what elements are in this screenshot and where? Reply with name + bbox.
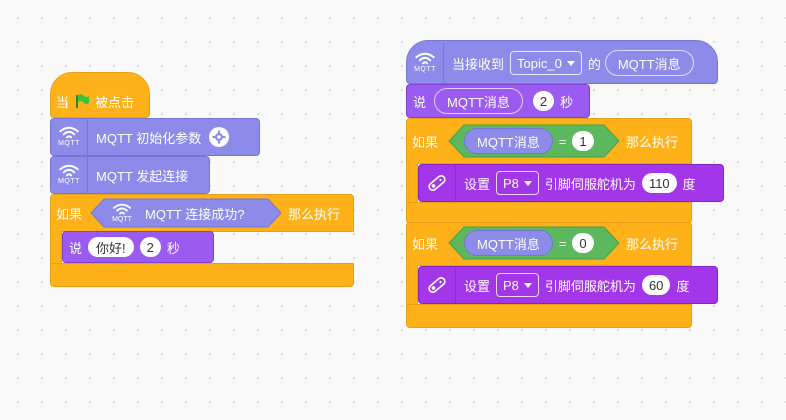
servo-mid-label: 引脚伺服舵机为 bbox=[544, 278, 636, 294]
topic-dropdown-value: Topic_0 bbox=[517, 55, 562, 71]
if-then-label: 那么执行 bbox=[626, 236, 679, 252]
say-block-left[interactable]: 说 你好! 2 秒 bbox=[62, 231, 214, 263]
say-seconds-input[interactable]: 2 bbox=[139, 237, 161, 257]
receive-middle: 的 bbox=[587, 56, 601, 72]
servo-block-2[interactable]: 设置 P8 引脚伺服舵机为 60 度 bbox=[418, 266, 718, 304]
equals-sign: = bbox=[558, 235, 567, 251]
mqtt-connected-label: MQTT 连接成功? bbox=[145, 206, 245, 222]
equals-sign: = bbox=[558, 133, 567, 149]
if-block-right-1-footer bbox=[406, 202, 692, 224]
equals-operator-1-content: MQTT消息 = 1 bbox=[464, 128, 594, 154]
mqtt-connected-condition[interactable] bbox=[90, 198, 282, 228]
mqtt-icon: MQTT bbox=[51, 157, 88, 193]
say-seconds-unit: 秒 bbox=[560, 94, 574, 110]
mqtt-icon: MQTT bbox=[105, 203, 139, 224]
if-keyword: 如果 bbox=[412, 134, 439, 150]
mqtt-connected-condition-content: MQTT MQTT 连接成功? bbox=[105, 199, 244, 227]
when-flag-clicked-block[interactable] bbox=[50, 72, 150, 118]
compare-value-input[interactable]: 1 bbox=[572, 131, 594, 151]
if-block-left-footer bbox=[50, 263, 354, 287]
say-keyword: 说 bbox=[69, 240, 83, 256]
servo-angle-input[interactable]: 60 bbox=[641, 275, 671, 295]
if-block-right-2-footer bbox=[406, 304, 692, 328]
if-then-label: 那么执行 bbox=[288, 206, 341, 222]
if-block-right-1-arm bbox=[406, 163, 418, 203]
mqtt-init-label: MQTT 初始化参数 bbox=[96, 130, 202, 146]
if-block-right-2-arm bbox=[406, 265, 418, 305]
servo-set-label: 设置 bbox=[464, 278, 491, 294]
gear-icon[interactable] bbox=[209, 127, 230, 147]
say-block-right[interactable]: 说 MQTT消息 2 秒 bbox=[406, 84, 590, 118]
servo-set-label: 设置 bbox=[464, 176, 491, 192]
mqtt-connect-label: MQTT 发起连接 bbox=[96, 168, 189, 184]
servo-icon bbox=[419, 267, 456, 303]
equals-operator-2-content: MQTT消息 = 0 bbox=[464, 230, 594, 256]
when-flag-clicked-content: 当 被点击 bbox=[56, 90, 134, 112]
when-receive-topic-block[interactable]: MQTT 当接收到 Topic_0 的 MQTT消息 bbox=[406, 40, 718, 84]
mqtt-message-reporter[interactable]: MQTT消息 bbox=[464, 230, 553, 256]
say-seconds-unit: 秒 bbox=[166, 240, 180, 256]
if-block-left-arm bbox=[50, 231, 62, 267]
mqtt-message-reporter[interactable]: MQTT消息 bbox=[464, 128, 553, 154]
servo-mid-label: 引脚伺服舵机为 bbox=[544, 176, 636, 192]
mqtt-icon: MQTT bbox=[51, 119, 88, 155]
servo-unit-label: 度 bbox=[676, 278, 690, 294]
pin-dropdown[interactable]: P8 bbox=[496, 171, 539, 195]
topic-dropdown[interactable]: Topic_0 bbox=[510, 51, 582, 75]
say-text-input[interactable]: 你好! bbox=[88, 237, 134, 257]
green-flag-icon bbox=[76, 94, 90, 108]
receive-prefix: 当接收到 bbox=[452, 56, 505, 72]
mqtt-message-reporter[interactable]: MQTT消息 bbox=[604, 50, 694, 76]
hat-suffix: 被点击 bbox=[95, 94, 135, 110]
servo-block-1[interactable]: 设置 P8 引脚伺服舵机为 110 度 bbox=[418, 164, 724, 202]
pin-dropdown-value: P8 bbox=[503, 277, 519, 293]
mqtt-init-block[interactable]: MQTT MQTT 初始化参数 bbox=[50, 118, 260, 156]
chevron-down-icon bbox=[566, 60, 575, 66]
if-then-label: 那么执行 bbox=[626, 134, 679, 150]
servo-angle-input[interactable]: 110 bbox=[641, 173, 677, 193]
compare-value-input[interactable]: 0 bbox=[572, 233, 594, 253]
pin-dropdown[interactable]: P8 bbox=[496, 273, 539, 297]
mqtt-connect-block[interactable]: MQTT MQTT 发起连接 bbox=[50, 156, 210, 194]
say-keyword: 说 bbox=[413, 94, 427, 110]
chevron-down-icon bbox=[523, 282, 532, 288]
servo-icon bbox=[419, 165, 456, 201]
pin-dropdown-value: P8 bbox=[503, 175, 519, 191]
mqtt-message-reporter[interactable]: MQTT消息 bbox=[434, 88, 523, 114]
say-seconds-input[interactable]: 2 bbox=[532, 91, 555, 111]
mqtt-icon: MQTT bbox=[407, 43, 444, 83]
if-keyword: 如果 bbox=[412, 236, 439, 252]
servo-unit-label: 度 bbox=[682, 176, 696, 192]
chevron-down-icon bbox=[523, 180, 532, 186]
if-keyword: 如果 bbox=[56, 206, 83, 222]
hat-prefix: 当 bbox=[56, 94, 70, 110]
